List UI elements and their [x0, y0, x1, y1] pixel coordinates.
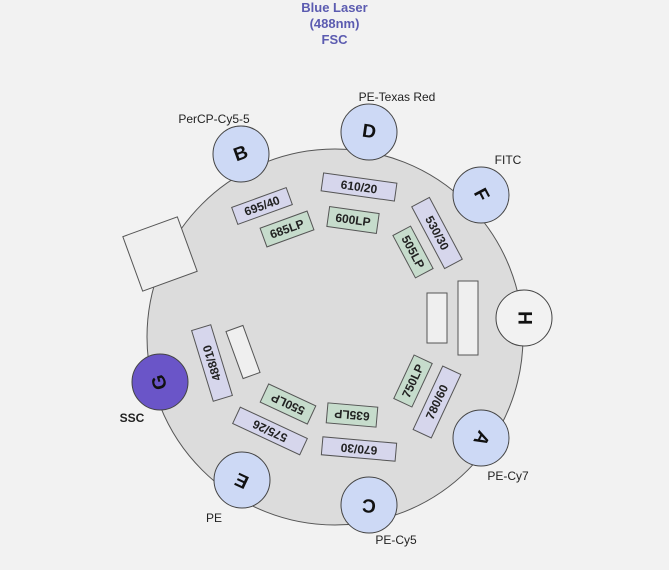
- filter-670-30: 670/30: [320, 436, 398, 462]
- detector-letter: D: [361, 121, 378, 144]
- filter-label: 635LP: [334, 406, 370, 423]
- detector-a[interactable]: A: [452, 409, 510, 467]
- filter-label: 610/20: [340, 178, 379, 197]
- laser-wavelength: (488nm): [309, 16, 360, 31]
- label-fitc: FITC: [495, 153, 522, 167]
- inner-blank-slot-left: [225, 324, 261, 380]
- detector-b[interactable]: B: [212, 125, 270, 183]
- filter-635lp: 635LP: [325, 402, 379, 428]
- detector-d[interactable]: D: [340, 103, 398, 161]
- detector-g[interactable]: G: [131, 353, 189, 411]
- filter-610-20: 610/20: [320, 172, 398, 202]
- label-percp-cy5-5: PerCP-Cy5-5: [178, 112, 250, 126]
- filter-695-40: 695/40: [231, 186, 293, 226]
- laser-title: Blue Laser (488nm) FSC: [0, 0, 669, 48]
- laser-name: Blue Laser: [301, 0, 368, 15]
- detector-e[interactable]: E: [213, 451, 271, 509]
- filter-label: 670/30: [340, 440, 378, 457]
- label-pe: PE: [206, 511, 222, 525]
- label-ssc: SSC: [120, 411, 145, 425]
- detector-letter: B: [231, 142, 251, 166]
- detector-f[interactable]: F: [452, 166, 510, 224]
- filter-600lp: 600LP: [326, 206, 380, 234]
- detector-h[interactable]: H: [495, 289, 553, 347]
- label-pe-texas-red: PE-Texas Red: [359, 90, 436, 104]
- detector-letter: G: [148, 372, 172, 392]
- laser-fsc: FSC: [321, 32, 348, 47]
- label-pe-cy5: PE-Cy5: [375, 533, 417, 547]
- filter-label: 600LP: [335, 211, 372, 230]
- label-pe-cy7: PE-Cy7: [487, 469, 529, 483]
- detector-letter: C: [361, 494, 377, 516]
- inner-blank-slot-right-tall: [457, 280, 479, 356]
- inner-blank-slot-right-narrow: [426, 292, 448, 344]
- empty-slot-square: [122, 216, 198, 292]
- detector-c[interactable]: C: [340, 476, 398, 534]
- detector-letter: H: [514, 311, 535, 325]
